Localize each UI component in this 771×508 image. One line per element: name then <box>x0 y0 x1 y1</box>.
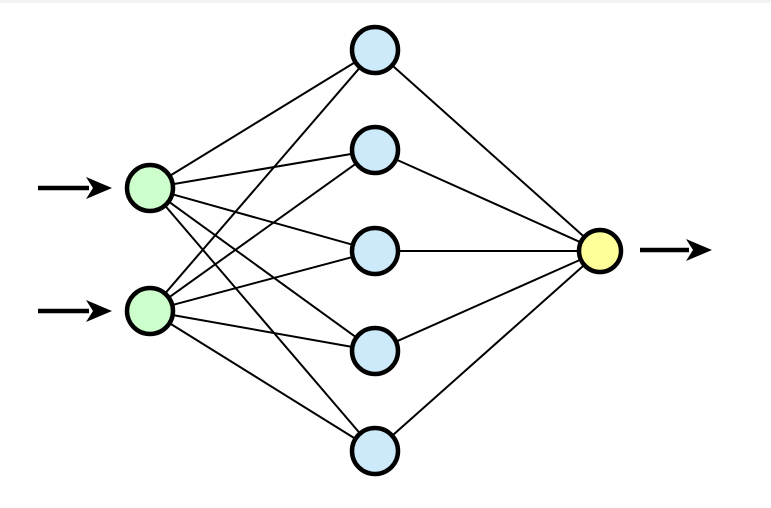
edges-group <box>163 60 586 441</box>
hidden-node-5[interactable] <box>349 425 401 477</box>
edge-i1-h1 <box>168 60 357 178</box>
hidden-node-3[interactable] <box>349 225 401 277</box>
input-arrow-2-head-icon <box>86 300 112 322</box>
edge-i2-h4 <box>171 313 354 349</box>
hidden-node-2[interactable] <box>349 124 401 176</box>
hidden-node-4[interactable] <box>349 325 401 377</box>
edge-h4-o1 <box>394 258 583 343</box>
edge-h2-o1 <box>394 158 583 244</box>
edge-i1-h5 <box>163 204 362 435</box>
input-node-1[interactable] <box>124 162 176 214</box>
edge-i1-h3 <box>170 192 355 247</box>
nodes-group <box>124 24 624 477</box>
input-node-2[interactable] <box>124 285 176 337</box>
edge-i2-h2 <box>167 161 358 300</box>
hidden-node-1[interactable] <box>349 24 401 76</box>
edge-i2-h1 <box>163 66 362 295</box>
edge-i2-h5 <box>168 321 357 441</box>
input-arrow-1-head-icon <box>86 177 112 199</box>
output-node-1[interactable] <box>576 227 624 275</box>
edge-i2-h3 <box>170 255 355 307</box>
edge-i1-h4 <box>167 200 358 339</box>
edge-i1-h2 <box>171 152 354 186</box>
output-arrow-1-head-icon <box>686 239 712 261</box>
edge-h5-o1 <box>390 263 586 438</box>
top-edge-strip <box>0 0 771 3</box>
io-arrows-group <box>38 177 712 322</box>
edge-h1-o1 <box>390 63 586 239</box>
